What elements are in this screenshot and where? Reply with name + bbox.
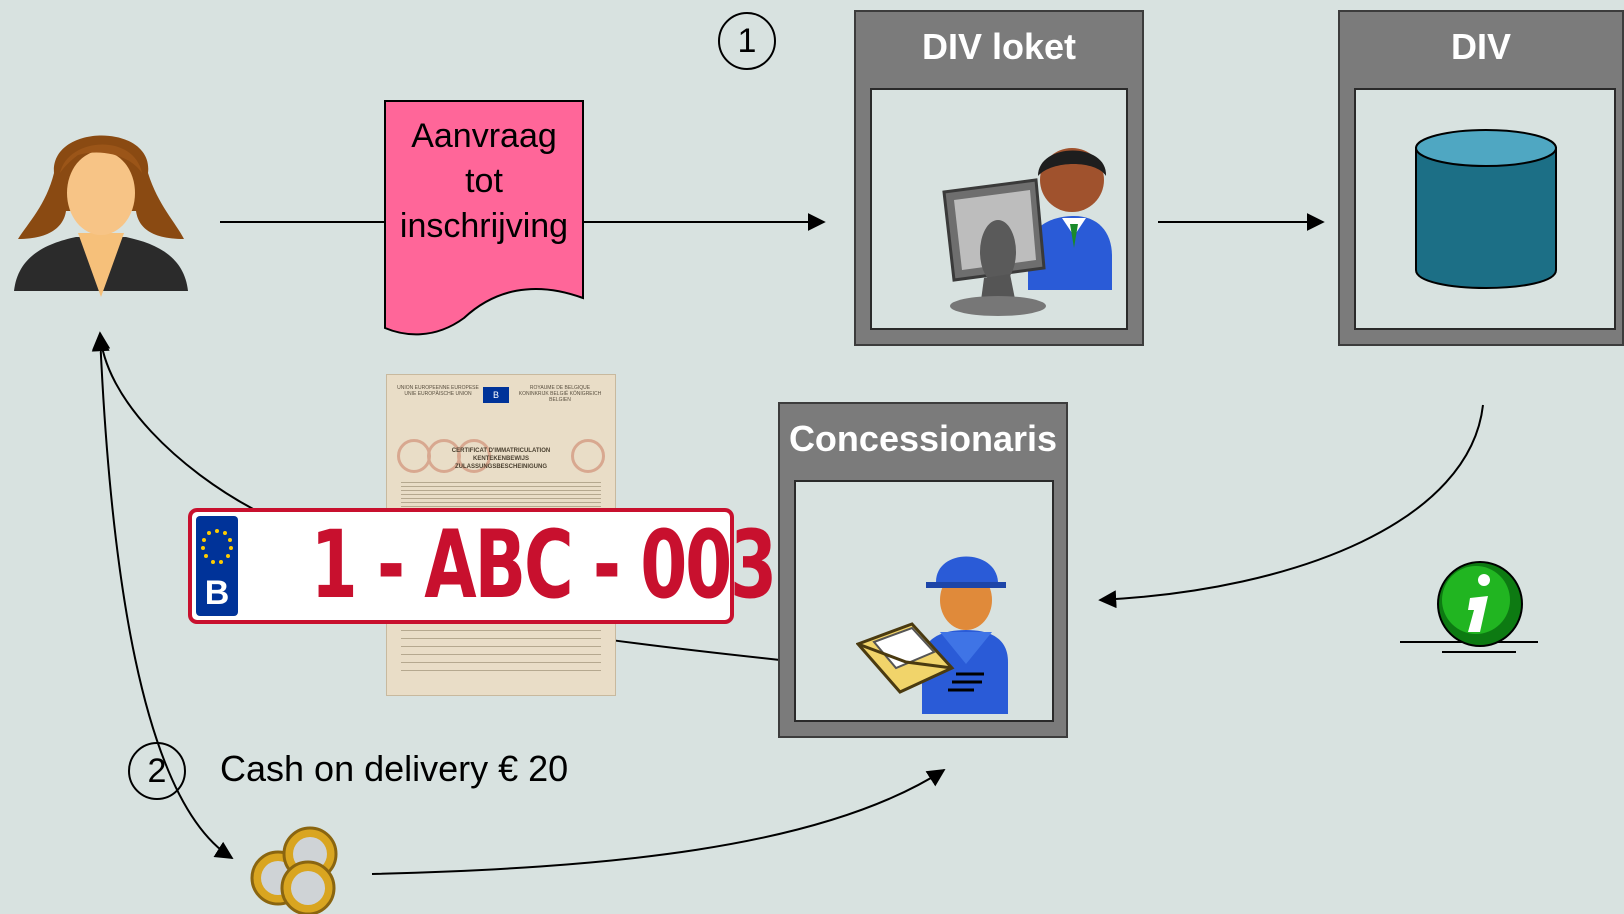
div-box: DIV	[1338, 10, 1624, 346]
certificate-title: CERTIFICAT D'IMMATRICULATION KENTEKENBEW…	[451, 448, 551, 470]
div-title: DIV	[1450, 26, 1511, 67]
database-cylinder-icon	[1415, 129, 1557, 289]
eu-stars-icon	[201, 529, 233, 564]
plate-country-code: B	[204, 574, 230, 612]
plate-number: 1 - ABC - 003	[310, 511, 778, 620]
info-icon[interactable]	[1398, 554, 1542, 666]
plate-eu-band: B	[196, 516, 238, 616]
certificate-header-right: ROYAUME DE BELGIQUE KONINKRIJK BELGIË KÖ…	[518, 385, 602, 403]
div-loket-inner	[870, 88, 1128, 330]
arrow-person-to-coins	[91, 333, 234, 859]
woman-user-icon	[14, 135, 188, 297]
document-line-1: Aanvraag	[411, 117, 557, 155]
div-loket-title: DIV loket	[921, 26, 1077, 67]
concessionaris-title: Concessionaris	[788, 418, 1058, 459]
delivery-man-envelope-icon	[856, 556, 1008, 714]
certificate-seals	[397, 439, 605, 473]
computer-operator-icon	[942, 148, 1112, 316]
document-line-3: inschrijving	[399, 207, 569, 245]
certificate-eu-flag: B	[483, 387, 509, 403]
license-plate: B 1 - ABC - 003	[188, 508, 778, 624]
step-marker-1: 1	[718, 12, 776, 70]
certificate-form-grid	[401, 615, 601, 673]
div-loket-box: DIV loket	[854, 10, 1144, 346]
euro-coins-icon	[250, 826, 338, 914]
concessionaris-inner	[794, 480, 1054, 722]
concessionaris-box: Concessionaris	[778, 402, 1068, 738]
document-line-2: tot	[465, 162, 503, 200]
step-marker-2: 2	[128, 742, 186, 800]
request-document: Aanvraag tot inschrijving	[384, 100, 584, 342]
div-inner	[1354, 88, 1616, 330]
document-shape	[384, 100, 584, 336]
certificate-body-lines	[401, 479, 601, 509]
arrow-coins-to-concessionaris	[371, 769, 946, 875]
arrow-div-to-concessionaris	[1098, 404, 1484, 609]
certificate-header-left: UNION EUROPEENNE EUROPESE UNIE EUROPÄISC…	[397, 385, 479, 397]
cash-on-delivery-label: Cash on delivery € 20	[220, 748, 569, 789]
